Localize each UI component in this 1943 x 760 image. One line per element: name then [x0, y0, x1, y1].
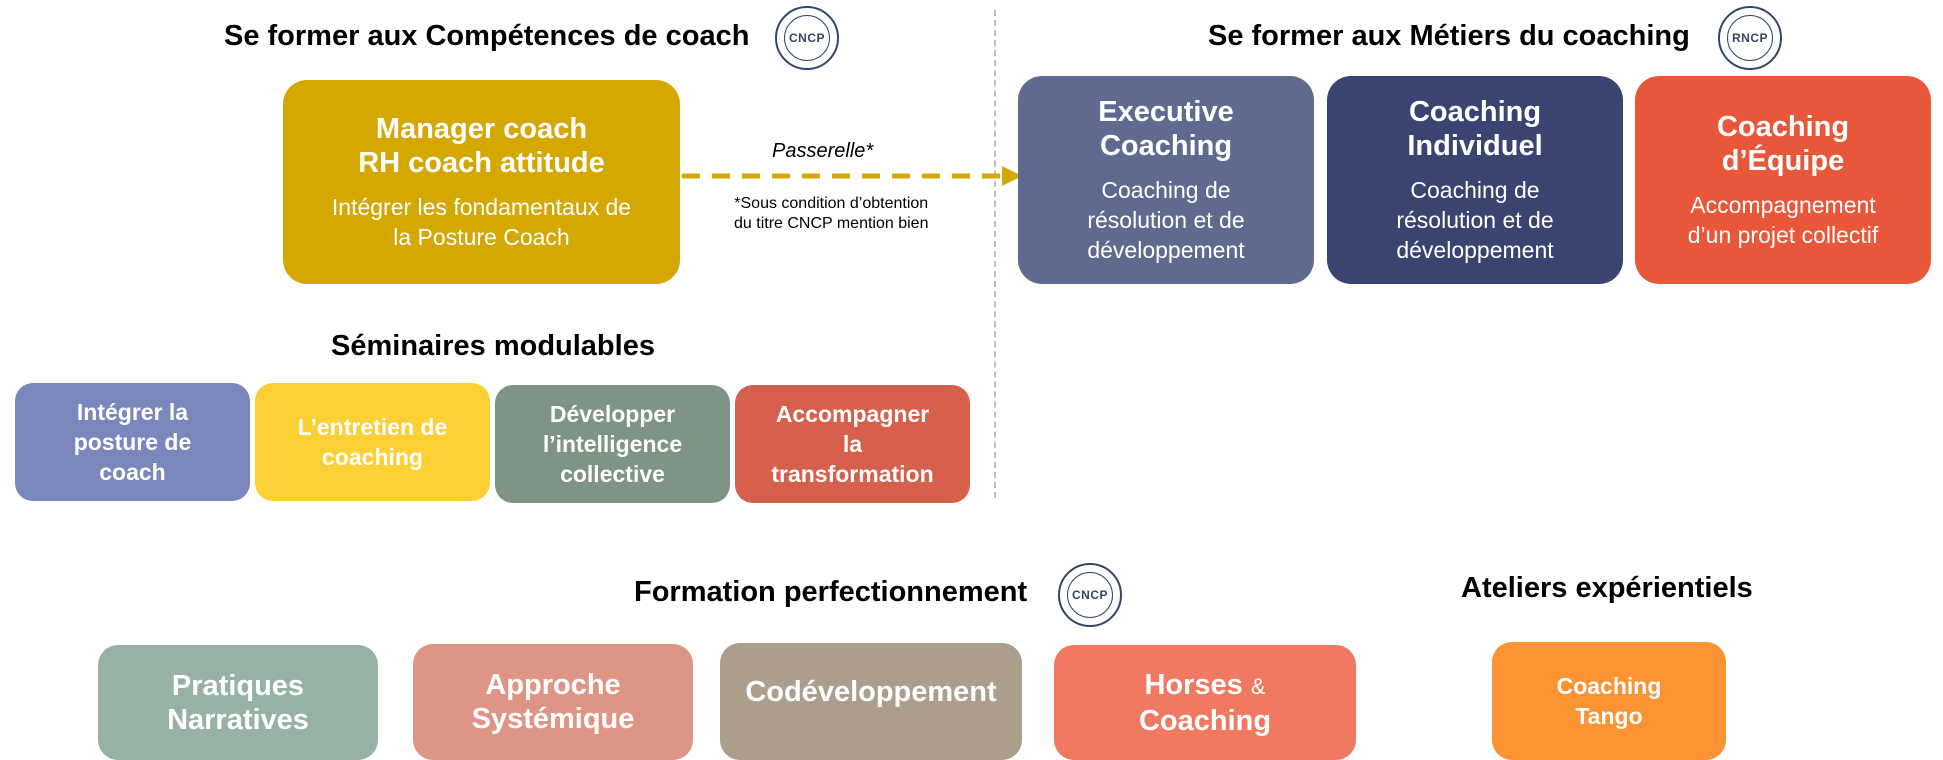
perf-horses-ampersand: &: [1250, 673, 1266, 699]
seminaire-intelligence-line-2: l’intelligence: [542, 431, 683, 457]
manager-title-1: Manager coach: [375, 113, 588, 145]
executive-sub-2: résolution et de: [1087, 207, 1245, 233]
seminaire-transformation-line-3: transformation: [771, 461, 934, 487]
rncp-seal-label: RNCP: [1727, 15, 1773, 61]
seminaire-transformation-line-1: Accompagner: [775, 401, 930, 427]
equipe-sub-2: d’un projet collectif: [1687, 222, 1879, 248]
passerelle-arrow-icon: [682, 166, 1022, 186]
heading-metiers: Se former aux Métiers du coaching: [1208, 20, 1690, 52]
manager-coach-box: Manager coach RH coach attitude Intégrer…: [283, 80, 680, 284]
seminaire-intelligence-box: Développer l’intelligence collective: [495, 385, 730, 503]
perf-horses-box: Horses & Coaching: [1054, 645, 1356, 760]
individuel-sub-2: résolution et de: [1396, 207, 1554, 233]
seminaire-intelligence-line-3: collective: [560, 461, 665, 487]
perf-horses-word: Horses: [1144, 668, 1243, 701]
perf-narratives-box: Pratiques Narratives: [98, 645, 378, 760]
perf-systemique-line-2: Systémique: [471, 703, 635, 735]
seminaire-posture-line-3: coach: [99, 459, 166, 485]
heading-perfectionnement: Formation perfectionnement: [634, 576, 1028, 608]
atelier-tango-line-1: Coaching: [1556, 673, 1662, 699]
perf-horses-line-1: Horses &: [1144, 668, 1265, 704]
coaching-equipe-box: Coaching d’Équipe Accompagnement d’un pr…: [1635, 76, 1931, 284]
seminaire-posture-line-1: Intégrer la: [76, 399, 189, 425]
equipe-sub-1: Accompagnement: [1690, 192, 1876, 218]
seminaire-entretien-line-2: coaching: [322, 444, 423, 470]
seminaire-entretien-box: L’entretien de coaching: [255, 383, 490, 501]
heading-competences: Se former aux Compétences de coach: [224, 20, 750, 52]
cncp-seal-icon: CNCP: [775, 6, 839, 70]
perf-systemique-line-1: Approche: [485, 669, 621, 701]
section-divider: [994, 10, 996, 498]
passerelle-note-1: *Sous condition d’obtention: [734, 195, 929, 212]
cncp-seal-label: CNCP: [784, 15, 830, 61]
passerelle-note: *Sous condition d’obtention du titre CNC…: [734, 194, 928, 234]
executive-coaching-box: Executive Coaching Coaching de résolutio…: [1018, 76, 1314, 284]
seminaire-intelligence-line-1: Développer: [549, 401, 676, 427]
equipe-title-1: Coaching: [1716, 111, 1850, 143]
perf-codeveloppement-box: Codéveloppement: [720, 643, 1022, 760]
individuel-title-1: Coaching: [1408, 96, 1542, 128]
atelier-tango-box: Coaching Tango: [1492, 642, 1726, 760]
heading-ateliers: Ateliers expérientiels: [1461, 572, 1753, 604]
passerelle-note-2: du titre CNCP mention bien: [734, 215, 929, 232]
perf-narratives-line-2: Narratives: [167, 703, 309, 736]
executive-subtitle: Coaching de résolution et de développeme…: [1087, 175, 1244, 265]
manager-title-2: RH coach attitude: [358, 147, 605, 179]
manager-sub-1: Intégrer les fondamentaux de: [331, 194, 632, 220]
heading-seminaires: Séminaires modulables: [331, 330, 655, 362]
coaching-individuel-box: Coaching Individuel Coaching de résoluti…: [1327, 76, 1623, 284]
perf-codeveloppement-line-1: Codéveloppement: [745, 676, 997, 708]
seminaire-transformation-line-2: la: [842, 431, 863, 457]
cncp-seal-bottom-icon: CNCP: [1058, 563, 1122, 627]
rncp-seal-icon: RNCP: [1718, 6, 1782, 70]
perf-narratives-line-1: Pratiques: [171, 669, 305, 702]
seminaire-transformation-box: Accompagner la transformation: [735, 385, 970, 503]
individuel-sub-1: Coaching de: [1410, 177, 1540, 203]
perf-horses-line-2: Coaching: [1138, 704, 1272, 737]
executive-title-2: Coaching: [1099, 130, 1233, 162]
atelier-tango-line-2: Tango: [1575, 703, 1643, 729]
executive-sub-1: Coaching de: [1101, 177, 1231, 203]
perf-systemique-box: Approche Systémique: [413, 644, 693, 760]
seminaire-entretien-line-1: L’entretien de: [297, 414, 448, 440]
seminaire-posture-box: Intégrer la posture de coach: [15, 383, 250, 501]
manager-subtitle: Intégrer les fondamentaux de la Posture …: [332, 192, 631, 252]
individuel-subtitle: Coaching de résolution et de développeme…: [1396, 175, 1553, 265]
executive-title-1: Executive: [1098, 96, 1234, 128]
individuel-title-2: Individuel: [1407, 130, 1543, 162]
executive-sub-3: développement: [1087, 237, 1245, 263]
equipe-subtitle: Accompagnement d’un projet collectif: [1688, 190, 1879, 250]
individuel-sub-3: développement: [1396, 237, 1554, 263]
manager-sub-2: la Posture Coach: [393, 224, 570, 250]
seminaire-posture-line-2: posture de: [73, 429, 192, 455]
equipe-title-2: d’Équipe: [1721, 145, 1845, 177]
passerelle-label: Passerelle*: [772, 140, 874, 162]
cncp-seal-bottom-label: CNCP: [1067, 572, 1113, 618]
